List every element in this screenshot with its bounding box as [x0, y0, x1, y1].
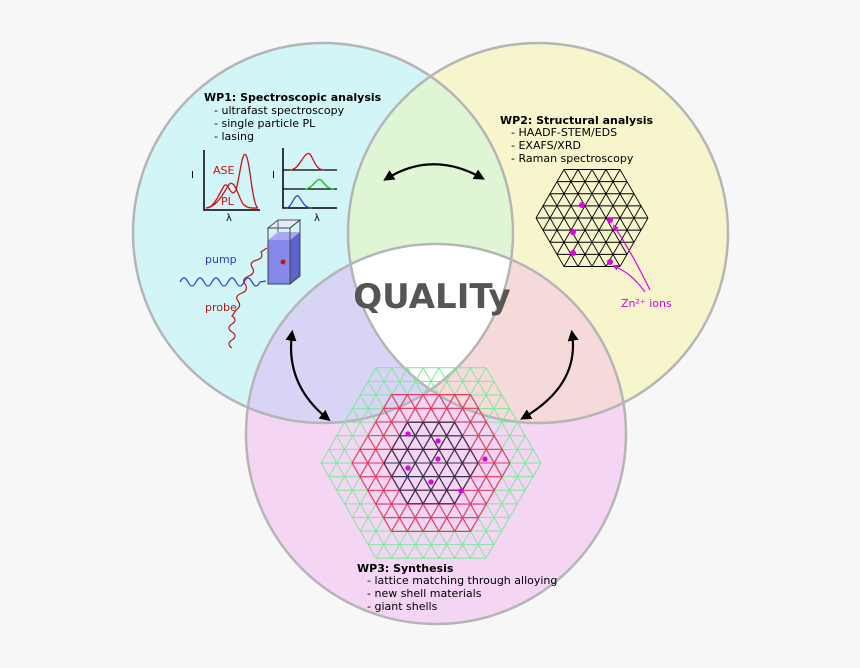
lattice-line: [438, 449, 471, 504]
cuvette-icon: [266, 218, 302, 286]
graph2-xlabel: λ: [314, 213, 320, 224]
lattice-line: [577, 169, 628, 255]
ion-dot: [405, 431, 411, 437]
lattice-line: [422, 435, 463, 504]
wp1-item-2: - single particle PL: [214, 117, 316, 130]
lattice-line: [605, 205, 642, 267]
wp2-title: WP2: Structural analysis: [500, 114, 654, 127]
wp1-circle-outline: [131, 41, 515, 425]
ion-dot: [579, 202, 585, 208]
wp3-item-2: - new shell materials: [367, 587, 482, 600]
ase-label: ASE: [213, 164, 235, 177]
lattice-line: [556, 181, 607, 267]
wp3-item-1: - lattice matching through alloying: [367, 574, 557, 587]
lattice-line: [591, 193, 635, 267]
pump-label: pump: [205, 253, 237, 266]
lattice-line: [619, 217, 649, 267]
lattice-line: [454, 449, 503, 532]
wp2-item-3: - Raman spectroscopy: [511, 152, 634, 165]
wp2-item-2: - EXAFS/XRD: [511, 139, 581, 152]
ion-dot: [435, 456, 441, 462]
lattice-line: [383, 462, 408, 504]
wp1-item-3: - lasing: [214, 130, 254, 143]
ion-dot: [435, 438, 441, 444]
pump-beam: pump: [179, 253, 267, 287]
lattice-line: [542, 205, 579, 267]
wp3-title: WP3: Synthesis: [357, 562, 454, 575]
wp3-item-3: - giant shells: [367, 600, 438, 613]
lattice-line: [605, 169, 642, 231]
wp1-wp3-overlap: [246, 244, 513, 423]
lattice-line: [542, 169, 579, 231]
wp1-wp3-arrow: [285, 329, 331, 422]
lattice-line: [320, 462, 377, 559]
wp3-dots: [405, 431, 488, 494]
zn-ion-pointers: [612, 224, 651, 293]
ion-dot: [607, 217, 613, 223]
zn-ions-label: Zn²⁺ ions: [621, 297, 672, 310]
pl-label: PL: [221, 195, 235, 208]
lattice-line: [549, 169, 593, 243]
ion-dot: [458, 488, 464, 494]
lattice-line: [422, 422, 463, 491]
lattice-line: [391, 422, 424, 477]
lattice-line: [469, 449, 534, 559]
wp1-item-1: - ultrafast spectroscopy: [214, 104, 345, 117]
lattice-line: [351, 462, 392, 532]
lattice-line: [328, 367, 393, 477]
lattice-line: [351, 394, 392, 464]
wp1-emission-graph: ASE PL I λ: [191, 150, 260, 224]
probe-label: probe: [205, 301, 237, 314]
lattice-line: [359, 394, 408, 477]
lattice-line: [407, 422, 455, 504]
wp2-circle-outline: [346, 41, 730, 425]
lattice-line: [577, 181, 628, 267]
wp1-text-block: WP1: Spectroscopic analysis - ultrafast …: [204, 91, 382, 143]
lattice-line: [320, 367, 377, 464]
ion-dot: [570, 229, 576, 235]
lattice-line: [399, 422, 440, 491]
ion-dot: [482, 456, 488, 462]
wp1-transient-graph: I λ: [272, 148, 337, 224]
wp2-text-block: WP2: Structural analysis - HAADF-STEM/ED…: [500, 114, 654, 165]
lattice-line: [535, 169, 565, 219]
wp2-wp3-arrow: [520, 329, 579, 420]
ion-dot: [570, 250, 576, 256]
lattice-line: [383, 422, 408, 464]
lattice-line: [485, 462, 542, 559]
wp1-wp2-arrow: [383, 163, 485, 181]
lattice-line: [470, 462, 511, 532]
wp2-lattice: [535, 169, 649, 267]
center-label: QUALITy: [353, 277, 510, 317]
lattice-line: [399, 435, 440, 504]
wp2-item-1: - HAADF-STEM/EDS: [511, 126, 617, 139]
lattice-line: [485, 367, 542, 464]
graph2-ylabel: I: [272, 170, 275, 181]
wp3-text-block: WP3: Synthesis - lattice matching throug…: [357, 562, 557, 613]
wp2-zn-dots: [570, 202, 613, 265]
ion-dot: [405, 465, 411, 471]
graph1-xlabel: λ: [226, 213, 232, 224]
wp1-title: WP1: Spectroscopic analysis: [204, 91, 382, 104]
lattice-line: [470, 394, 511, 464]
wp3-circle-outline: [244, 242, 628, 626]
probe-beam: probe: [205, 247, 268, 349]
lattice-line: [454, 422, 479, 464]
lattice-line: [454, 462, 479, 504]
lattice-line: [556, 169, 607, 255]
ion-dot: [607, 259, 613, 265]
graph1-ylabel: I: [191, 170, 194, 181]
ion-dot: [428, 479, 434, 485]
wp3-lattice: [320, 367, 542, 559]
